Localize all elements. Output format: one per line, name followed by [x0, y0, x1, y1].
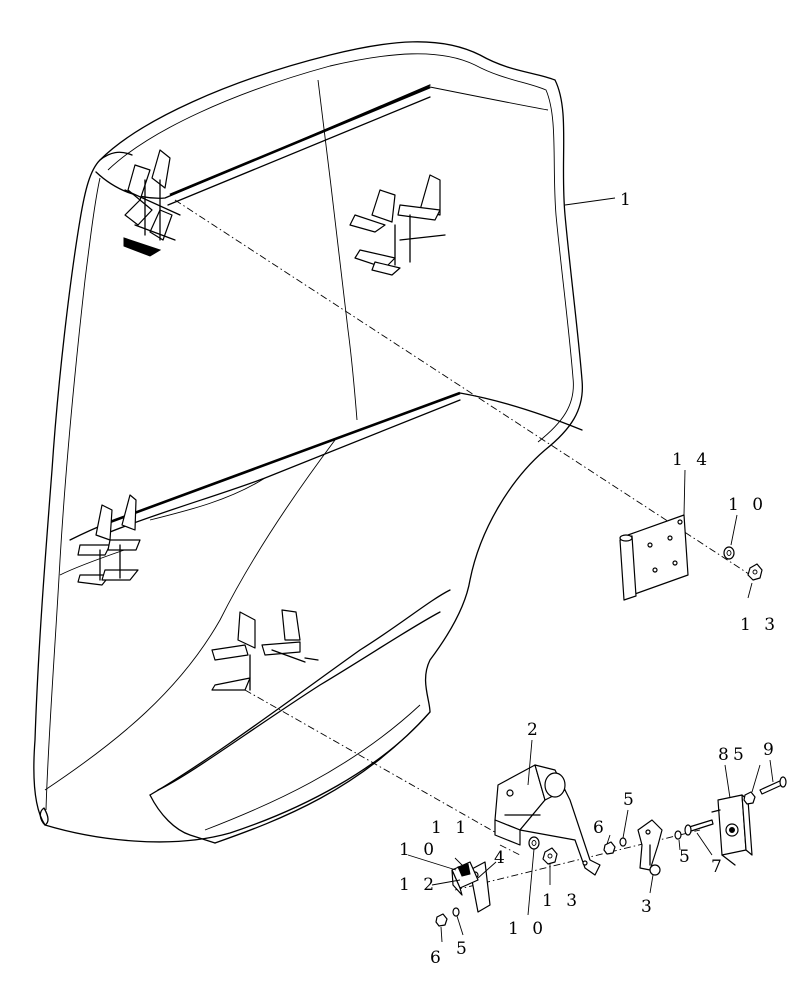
- callout-6-right: 6: [593, 818, 608, 838]
- hinge-arm: [637, 819, 663, 876]
- block: [451, 861, 479, 896]
- callout-13-hinge: 1 3: [740, 615, 779, 635]
- panel-clip-top-center: [349, 174, 446, 276]
- washer-hinge: [723, 546, 735, 560]
- bolt-latch: [759, 776, 787, 795]
- callout-2: 2: [527, 720, 542, 740]
- callout-5-latch: 5: [733, 745, 748, 765]
- callout-5-left: 5: [456, 939, 471, 959]
- callout-7: 7: [711, 857, 726, 877]
- alignment-lines: [174, 199, 756, 891]
- callout-10-left: 1 0: [399, 840, 438, 860]
- bolt-lower-right: [684, 819, 714, 836]
- callout-5-right-lower: 5: [679, 847, 694, 867]
- nut-upper-right-a: [603, 841, 616, 855]
- panel-clip-lower-center: [211, 609, 319, 691]
- nut-center: [542, 847, 558, 865]
- latch: [711, 794, 753, 866]
- hinge-plate: [619, 514, 689, 601]
- leader-lines: [407, 197, 774, 943]
- callout-4: 4: [494, 848, 509, 868]
- callout-10-hinge: 1 0: [728, 495, 767, 515]
- callout-12: 1 2: [399, 875, 438, 895]
- door-panel: [33, 41, 584, 844]
- callout-5-right-upper: 5: [623, 790, 638, 810]
- large-bracket: [494, 764, 601, 876]
- nut-latch: [743, 791, 756, 805]
- nut-hinge: [747, 563, 763, 581]
- nut-lower-left: [435, 913, 448, 927]
- washer-lower-left: [452, 907, 460, 917]
- callout-8: 8: [718, 745, 733, 765]
- panel-clip-top-left: [123, 149, 181, 257]
- panel-clip-middle-left: [77, 494, 141, 586]
- callout-13-center: 1 3: [542, 891, 581, 911]
- callout-3: 3: [641, 897, 656, 917]
- callout-1: 1: [620, 190, 635, 210]
- washer-lower-right: [674, 830, 682, 840]
- washer-upper-right-a: [619, 837, 627, 847]
- washer-center: [528, 836, 540, 850]
- callout-6-left: 6: [430, 948, 445, 968]
- callout-10-center: 1 0: [508, 919, 547, 939]
- callout-labels: 1 1 4 1 0 1 3 2 8 9 5 6 5 5 7 3 1 1 1 0 …: [399, 190, 779, 968]
- callout-11: 1 1: [431, 818, 470, 838]
- callout-14: 1 4: [672, 450, 711, 470]
- callout-9: 9: [763, 740, 778, 760]
